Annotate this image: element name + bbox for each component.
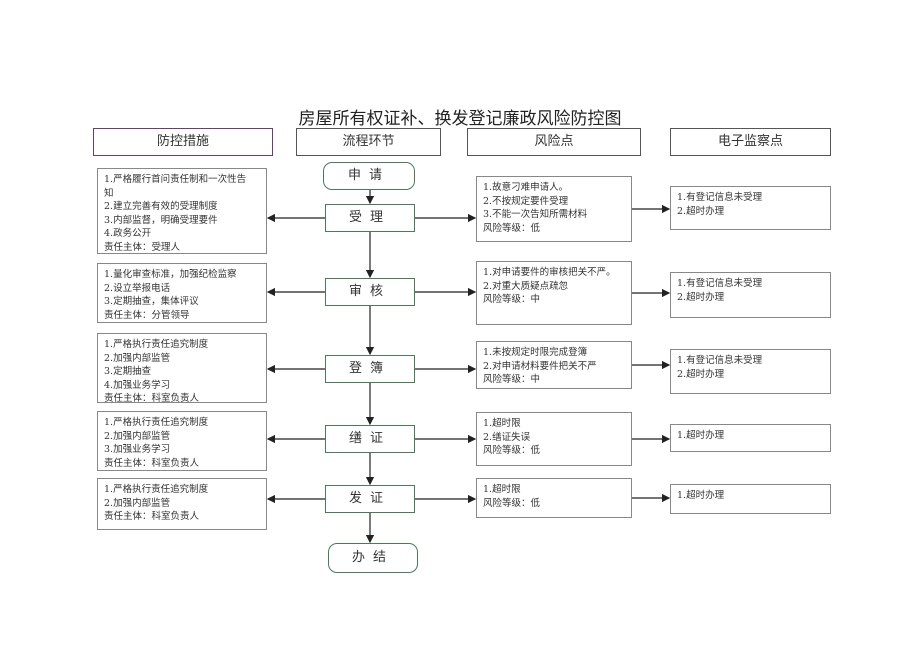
risk-line: 风险等级：中: [483, 374, 541, 385]
risk-line: 风险等级：中: [483, 294, 541, 305]
measure-line: 1.严格执行责任追究制度: [104, 417, 209, 428]
measure-line: 1.严格执行责任追究制度: [104, 484, 209, 495]
measure-line: 1.严格执行责任追究制度: [104, 339, 209, 350]
risk-line: 2.对重大质疑点疏忽: [483, 280, 569, 292]
process-step: 审核: [325, 278, 415, 306]
header-process: 流程环节: [296, 128, 441, 156]
risk-line: 风险等级：低: [483, 445, 541, 456]
monitor-line: 1.超时办理: [677, 430, 725, 441]
node-end: 办结: [328, 543, 418, 573]
monitor-box: 1.有登记信息未受理 2.超时办理: [670, 272, 831, 318]
measure-line: 责任主体：科室负责人: [104, 393, 200, 404]
diagram-title: 房屋所有权证补、换发登记廉政风险防控图: [298, 109, 622, 129]
risk-box: 1.对申请要件的审核把关不严。 2.对重大质疑点疏忽风险等级：中: [476, 261, 632, 325]
measure-line: 2.设立举报电话: [104, 282, 171, 294]
measure-line: 4.政务公开: [104, 228, 152, 239]
risk-line: 风险等级：低: [483, 222, 541, 234]
monitor-box: 1.有登记信息未受理 2.超时办理: [670, 349, 831, 394]
risk-line: 1.故意刁难申请人。: [483, 182, 569, 193]
risk-line: 1.超时限: [483, 418, 521, 429]
measure-line: 3.定期抽查: [104, 366, 152, 377]
monitor-line: 1.超时办理: [677, 490, 725, 501]
risk-line: 3.不能一次告知所需材料: [483, 209, 588, 220]
risk-box: 1.未按规定时限完成登簿 2.对申请材料要件把关不严风险等级：中: [476, 341, 632, 389]
header-risks: 风险点: [467, 128, 641, 156]
measure-line: 1.量化审查标准，加强纪检监察: [104, 269, 237, 280]
measures-box: 1.严格执行责任追究制度 2.加强内部监管 3.定期抽查 4.加强业务学习责任主体：科…: [97, 333, 267, 404]
measure-line: 3.定期抽查，集体评议: [104, 296, 199, 307]
risk-box: 1.超时限风险等级：低: [476, 478, 632, 518]
measure-line: 2.建立完善有效的受理制度: [104, 201, 218, 212]
monitor-box: 1.有登记信息未受理 2.超时办理: [670, 186, 831, 230]
measure-line: 责任主体：科室负责人: [104, 457, 200, 469]
risk-line: 风险等级：低: [483, 497, 541, 509]
monitor-line: 1.有登记信息未受理: [677, 355, 763, 366]
measure-line: 责任主体：受理人: [104, 241, 181, 253]
measures-box: 1.严格执行责任追究制度 2.加强内部监管 3.加强业务学习责任主体：科室负责人: [97, 411, 267, 471]
risk-line: 1.超时限: [483, 484, 521, 495]
process-step: 缮证: [325, 425, 415, 453]
monitor-line: 1.有登记信息未受理: [677, 192, 763, 203]
measure-line: 3.内部监督，明确受理要件: [104, 214, 218, 226]
risk-line: 2.对申请材料要件把关不严: [483, 360, 597, 372]
measure-line: 2.加强内部监管: [104, 497, 171, 509]
process-step: 发证: [325, 485, 415, 513]
measure-line: 知: [104, 187, 114, 199]
monitor-line: 2.超时办理: [677, 291, 725, 303]
header-measures: 防控措施: [93, 128, 273, 156]
node-start: 申请: [323, 162, 415, 190]
monitor-line: 2.超时办理: [677, 368, 725, 380]
process-step: 登簿: [325, 355, 415, 383]
measure-line: 责任主体：分管领导: [104, 309, 190, 321]
measure-line: 责任主体：科室负责人: [104, 511, 200, 522]
monitor-box: 1.超时办理: [670, 424, 831, 452]
measures-box: 1.严格履行首问责任制和一次性告知 2.建立完善有效的受理制度 3.内部监督，明确受…: [97, 168, 267, 254]
risk-line: 2.缮证失误: [483, 431, 531, 443]
monitor-line: 2.超时办理: [677, 205, 725, 217]
risk-line: 2.不按规定要件受理: [483, 195, 569, 207]
monitor-box: 1.超时办理: [670, 484, 831, 514]
measures-box: 1.量化审查标准，加强纪检监察 2.设立举报电话 3.定期抽查，集体评议责任主体：分…: [97, 263, 267, 323]
measure-line: 3.加强业务学习: [104, 444, 171, 455]
risk-line: 1.对申请要件的审核把关不严。: [483, 267, 616, 278]
risk-line: 1.未按规定时限完成登簿: [483, 347, 588, 358]
header-monitor: 电子监察点: [670, 128, 831, 156]
risk-box: 1.故意刁难申请人。 2.不按规定要件受理 3.不能一次告知所需材料风险等级：低: [476, 176, 632, 242]
monitor-line: 1.有登记信息未受理: [677, 278, 763, 289]
measure-line: 1.严格履行首问责任制和一次性告: [104, 174, 247, 185]
measure-line: 2.加强内部监管: [104, 430, 171, 442]
measures-box: 1.严格执行责任追究制度 2.加强内部监管责任主体：科室负责人: [97, 478, 267, 530]
measure-line: 4.加强业务学习: [104, 379, 171, 391]
measure-line: 2.加强内部监管: [104, 352, 171, 364]
process-step: 受理: [325, 204, 415, 232]
risk-box: 1.超时限 2.缮证失误风险等级：低: [476, 412, 632, 466]
